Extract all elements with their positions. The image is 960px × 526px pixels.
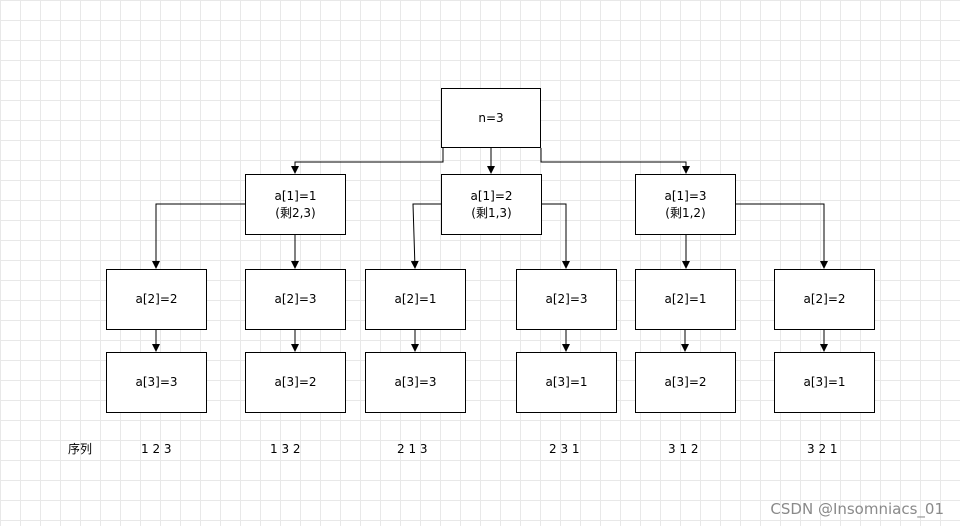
level1-node-a1-2-value: a[1]=2 (470, 188, 513, 203)
level2-node-col2-label: a[2]=3 (274, 292, 317, 306)
level3-node-col6-label: a[3]=1 (803, 375, 846, 389)
sequence-label: 序列 (68, 442, 93, 456)
level2-node-col3: a[2]=1 (365, 269, 466, 330)
sequence-3: 2 1 3 (397, 442, 428, 456)
edge-a1-3-to-a2-2 (736, 203, 828, 269)
level2-node-col3-label: a[2]=1 (394, 292, 437, 306)
watermark: CSDN @Insomniacs_01 (770, 500, 944, 518)
edge-a1-2-to-a2-3 (541, 203, 570, 269)
sequence-1: 1 2 3 (141, 442, 172, 456)
edge-root-to-a1-1 (291, 148, 444, 174)
level3-node-col3: a[3]=3 (365, 352, 466, 413)
level3-node-col6: a[3]=1 (774, 352, 875, 413)
level2-node-col6-label: a[2]=2 (803, 292, 846, 306)
edge-a1-1-to-a2-2 (152, 203, 246, 269)
level2-node-col2: a[2]=3 (245, 269, 346, 330)
level3-node-col3-label: a[3]=3 (394, 375, 437, 389)
level1-node-a1-2: a[1]=2 (剩1,3) (441, 174, 542, 235)
level1-node-a1-3: a[1]=3 (剩1,2) (635, 174, 736, 235)
level2-node-col6: a[2]=2 (774, 269, 875, 330)
edge-root-to-a1-3 (540, 148, 690, 174)
level1-node-a1-3-value: a[1]=3 (664, 188, 707, 203)
level1-node-a1-3-remaining: (剩1,2) (665, 205, 706, 220)
edge-a1-2-to-a2-1 (410, 203, 441, 269)
level3-node-col2: a[3]=2 (245, 352, 346, 413)
level2-node-col5: a[2]=1 (635, 269, 736, 330)
sequence-6: 3 2 1 (807, 442, 838, 456)
level2-node-col4: a[2]=3 (516, 269, 617, 330)
level1-node-a1-1-value: a[1]=1 (274, 188, 317, 203)
level1-node-a1-2-remaining: (剩1,3) (471, 205, 512, 220)
sequence-5: 3 1 2 (668, 442, 699, 456)
level2-node-col1: a[2]=2 (106, 269, 207, 330)
sequence-2: 1 3 2 (270, 442, 301, 456)
level3-node-col4-label: a[3]=1 (545, 375, 588, 389)
level3-node-col1: a[3]=3 (106, 352, 207, 413)
level1-node-a1-1: a[1]=1 (剩2,3) (245, 174, 346, 235)
level1-node-a1-1-remaining: (剩2,3) (275, 205, 316, 220)
level3-node-col5-label: a[3]=2 (664, 375, 707, 389)
level2-node-col5-label: a[2]=1 (664, 292, 707, 306)
root-node: n=3 (441, 88, 541, 148)
level2-node-col4-label: a[2]=3 (545, 292, 588, 306)
level2-node-col1-label: a[2]=2 (135, 292, 178, 306)
root-node-label: n=3 (478, 110, 504, 125)
level3-node-col2-label: a[3]=2 (274, 375, 317, 389)
level3-node-col1-label: a[3]=3 (135, 375, 178, 389)
level3-node-col5: a[3]=2 (635, 352, 736, 413)
level3-node-col4: a[3]=1 (516, 352, 617, 413)
sequence-4: 2 3 1 (549, 442, 580, 456)
